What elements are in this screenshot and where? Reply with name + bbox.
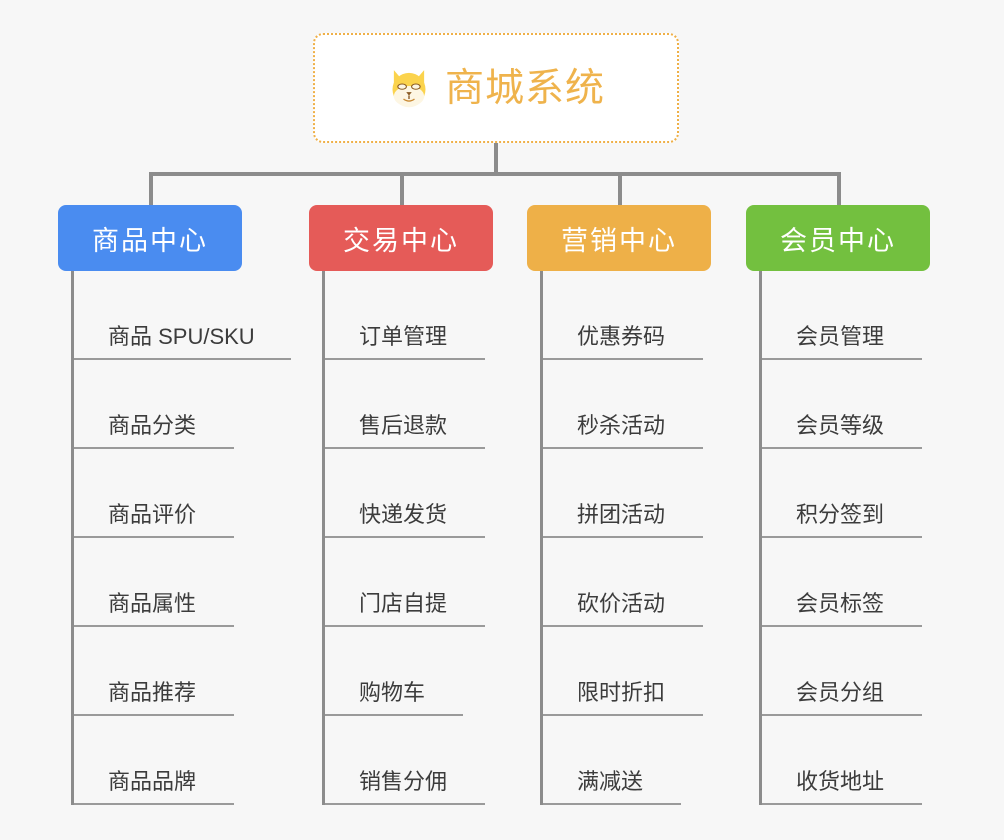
leaf-label: 商品分类 (108, 413, 197, 438)
root-title: 商城系统 (444, 66, 605, 110)
leaf-label: 会员等级 (796, 413, 885, 438)
leaf-label: 门店自提 (359, 591, 448, 616)
category-column-product: 商品中心 商品 SPU/SKU 商品分类 商品评价 商品属性 商品推荐 商品品牌 (58, 205, 291, 805)
list-item[interactable]: 售后退款 (325, 360, 485, 449)
list-item[interactable]: 秒杀活动 (543, 360, 703, 449)
leaf-label: 售后退款 (359, 413, 448, 438)
list-item[interactable]: 积分签到 (762, 449, 922, 538)
list-item[interactable]: 购物车 (325, 627, 463, 716)
root-node[interactable]: 商城系统 (313, 33, 679, 143)
leaf-label: 优惠券码 (577, 324, 666, 349)
leaf-label: 限时折扣 (577, 680, 666, 705)
list-item[interactable]: 商品评价 (74, 449, 234, 538)
leaf-list-member: 会员管理 会员等级 积分签到 会员标签 会员分组 收货地址 (759, 271, 930, 805)
list-item[interactable]: 拼团活动 (543, 449, 703, 538)
list-item[interactable]: 会员等级 (762, 360, 922, 449)
category-column-trade: 交易中心 订单管理 售后退款 快递发货 门店自提 购物车 销售分佣 (309, 205, 493, 805)
list-item[interactable]: 销售分佣 (325, 716, 485, 805)
leaf-label: 收货地址 (796, 769, 885, 794)
connector-drop-营销中心 (618, 172, 622, 205)
connector-drop-商品中心 (149, 172, 153, 205)
list-item[interactable]: 优惠券码 (543, 271, 703, 360)
list-item[interactable]: 订单管理 (325, 271, 485, 360)
leaf-label: 砍价活动 (577, 591, 666, 616)
shiba-dog-icon (392, 70, 426, 108)
list-item[interactable]: 门店自提 (325, 538, 485, 627)
category-header-trade[interactable]: 交易中心 (309, 205, 493, 271)
leaf-list-trade: 订单管理 售后退款 快递发货 门店自提 购物车 销售分佣 (322, 271, 493, 805)
leaf-label: 商品属性 (108, 591, 197, 616)
leaf-label: 销售分佣 (359, 769, 448, 794)
list-item[interactable]: 商品属性 (74, 538, 234, 627)
leaf-label: 商品 SPU/SKU (108, 324, 255, 349)
leaf-label: 会员管理 (796, 324, 885, 349)
leaf-label: 订单管理 (359, 324, 448, 349)
leaf-label: 购物车 (359, 680, 426, 705)
leaf-label: 商品品牌 (108, 769, 197, 794)
category-header-product[interactable]: 商品中心 (58, 205, 242, 271)
list-item[interactable]: 会员标签 (762, 538, 922, 627)
list-item[interactable]: 快递发货 (325, 449, 485, 538)
list-item[interactable]: 限时折扣 (543, 627, 703, 716)
list-item[interactable]: 商品分类 (74, 360, 234, 449)
leaf-label: 会员标签 (796, 591, 885, 616)
connector-root-stem (494, 143, 498, 175)
list-item[interactable]: 商品推荐 (74, 627, 234, 716)
category-column-marketing: 营销中心 优惠券码 秒杀活动 拼团活动 砍价活动 限时折扣 满减送 (527, 205, 711, 805)
leaf-label: 秒杀活动 (577, 413, 666, 438)
category-header-marketing[interactable]: 营销中心 (527, 205, 711, 271)
leaf-label: 会员分组 (796, 680, 885, 705)
list-item[interactable]: 收货地址 (762, 716, 922, 805)
leaf-label: 积分签到 (796, 502, 885, 527)
list-item[interactable]: 会员分组 (762, 627, 922, 716)
list-item[interactable]: 会员管理 (762, 271, 922, 360)
leaf-list-marketing: 优惠券码 秒杀活动 拼团活动 砍价活动 限时折扣 满减送 (540, 271, 711, 805)
leaf-label: 拼团活动 (577, 502, 666, 527)
list-item[interactable]: 商品 SPU/SKU (74, 271, 291, 360)
list-item[interactable]: 满减送 (543, 716, 681, 805)
connector-horizontal-bus (149, 172, 839, 176)
connector-drop-交易中心 (400, 172, 404, 205)
list-item[interactable]: 砍价活动 (543, 538, 703, 627)
leaf-label: 商品评价 (108, 502, 197, 527)
category-header-member[interactable]: 会员中心 (746, 205, 930, 271)
connector-drop-会员中心 (837, 172, 841, 205)
leaf-label: 快递发货 (359, 502, 448, 527)
category-column-member: 会员中心 会员管理 会员等级 积分签到 会员标签 会员分组 收货地址 (746, 205, 930, 805)
leaf-list-product: 商品 SPU/SKU 商品分类 商品评价 商品属性 商品推荐 商品品牌 (71, 271, 291, 805)
list-item[interactable]: 商品品牌 (74, 716, 234, 805)
leaf-label: 满减送 (577, 769, 644, 794)
leaf-label: 商品推荐 (108, 680, 197, 705)
